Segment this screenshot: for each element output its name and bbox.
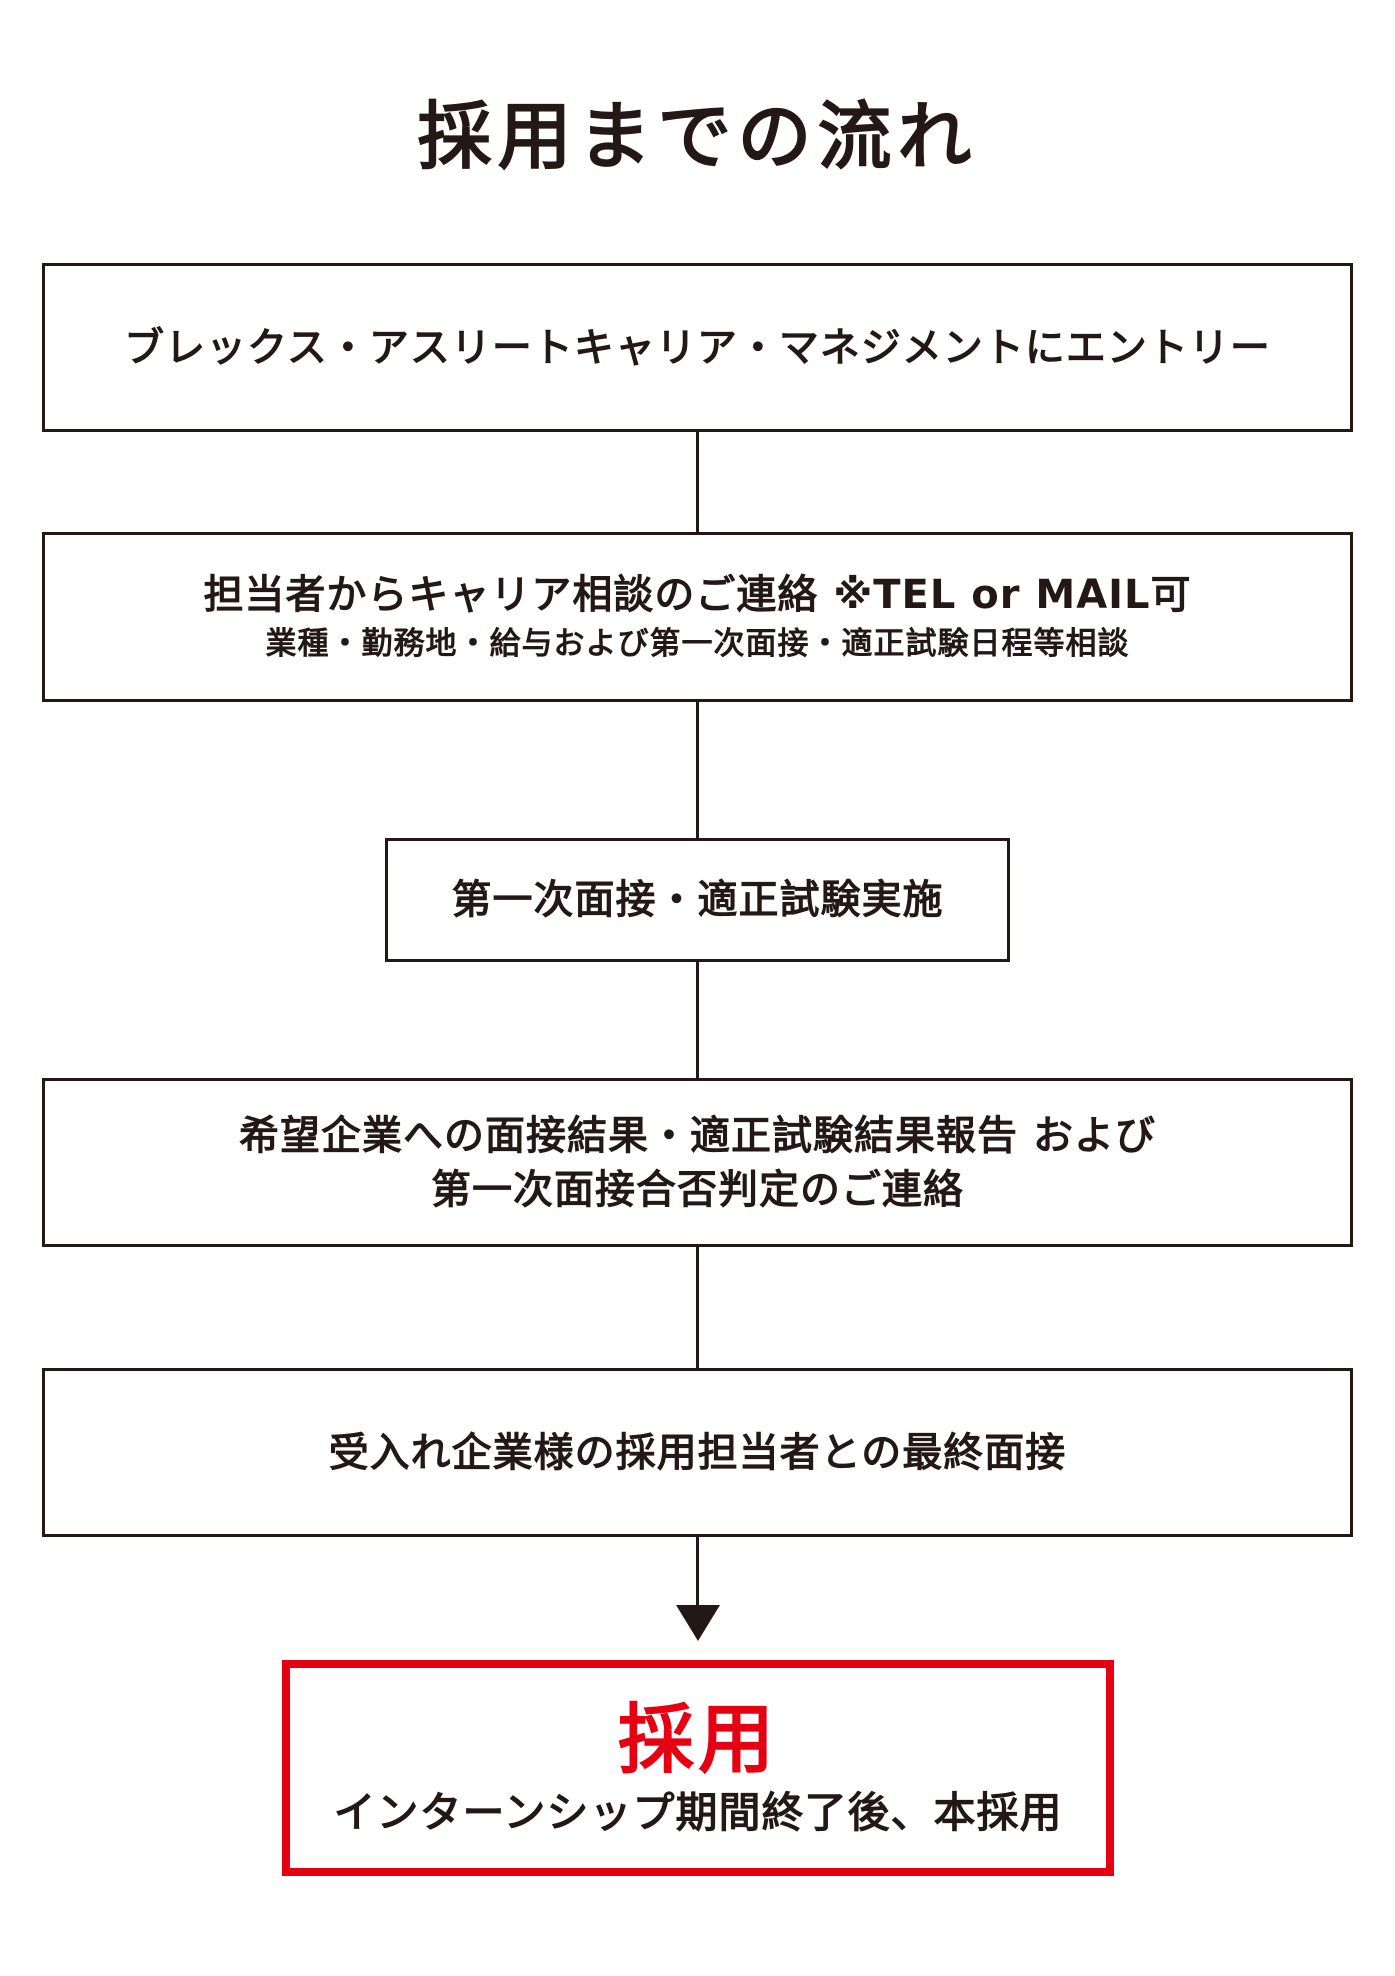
connector-arrow-line [696,1537,699,1607]
step-result-report-line-1: 希望企業への面接結果・適正試験結果報告 および [239,1112,1156,1159]
hiring-title: 採用 [618,1695,778,1784]
arrow-down-icon [676,1605,720,1641]
connector-line [696,432,699,532]
step-result-report: 希望企業への面接結果・適正試験結果報告 および 第一次面接合否判定のご連絡 [42,1078,1353,1247]
page-title: 採用までの流れ [417,94,978,180]
step-first-interview: 第一次面接・適正試験実施 [385,838,1010,962]
step-final-interview: 受入れ企業様の採用担当者との最終面接 [42,1368,1353,1537]
step-career-consultation: 担当者からキャリア相談のご連絡 ※TEL or MAIL可 業種・勤務地・給与お… [42,532,1353,702]
connector-line [696,702,699,838]
step-hiring: 採用 インターンシップ期間終了後、本採用 [282,1660,1114,1876]
step-career-consultation-text: 担当者からキャリア相談のご連絡 ※TEL or MAIL可 [203,572,1192,618]
step-final-interview-text: 受入れ企業様の採用担当者との最終面接 [328,1429,1067,1476]
connector-line [696,1247,699,1368]
connector-line [696,962,699,1078]
step-result-report-line-2: 第一次面接合否判定のご連絡 [431,1166,964,1213]
step-entry: ブレックス・アスリートキャリア・マネジメントにエントリー [42,263,1353,432]
hiring-subtext: インターンシップ期間終了後、本採用 [333,1788,1063,1837]
step-career-consultation-subtext: 業種・勤務地・給与および第一次面接・適正試験日程等相談 [265,626,1130,662]
step-first-interview-text: 第一次面接・適正試験実施 [451,877,944,923]
step-entry-text: ブレックス・アスリートキャリア・マネジメントにエントリー [124,324,1271,371]
